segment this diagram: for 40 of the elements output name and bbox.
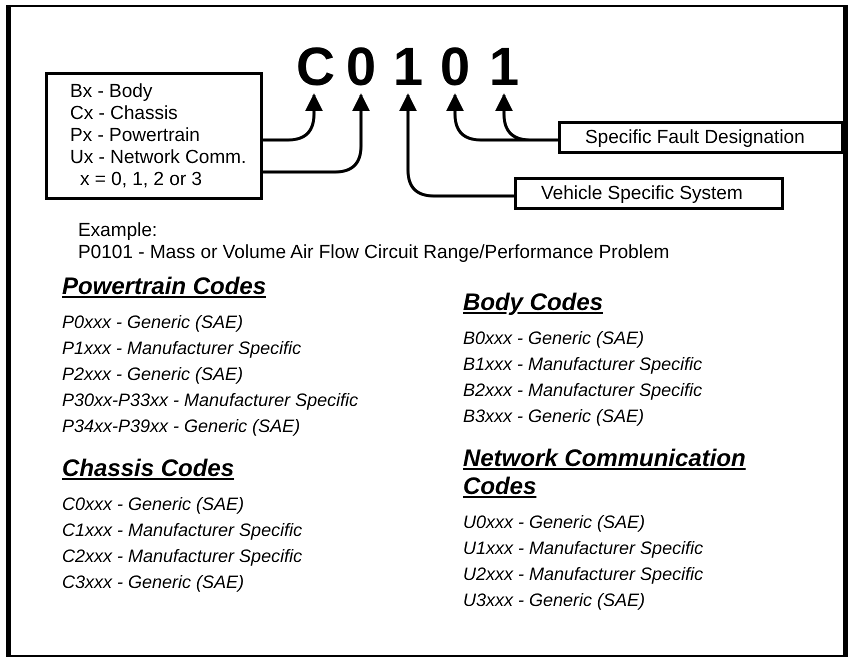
code-range-text: P30xx-P33xx - Manufacturer Specific [62, 389, 360, 412]
code-character: 1 [486, 40, 522, 94]
code-range-text: U2xxx - Manufacturer Specific [463, 563, 704, 586]
code-character: 0 [437, 40, 473, 94]
example-text: P0101 - Mass or Volume Air Flow Circuit Range/Performance Problem [78, 242, 670, 264]
code-range-text: B1xxx - Manufacturer Specific [463, 353, 704, 376]
code-prefix-box [45, 72, 263, 200]
code-range-text: P2xxx - Generic (SAE) [62, 363, 244, 386]
code-range-text: B0xxx - Generic (SAE) [463, 327, 646, 350]
code-range-text: C2xxx - Manufacturer Specific [62, 545, 304, 568]
arrow [263, 93, 323, 142]
code-character: C [296, 40, 332, 94]
code-range-text: C0xxx - Generic (SAE) [62, 493, 246, 516]
prefix-text: Cx - Chassis [70, 103, 179, 125]
section-heading: Body Codes [463, 289, 604, 317]
code-range-text: U3xxx - Generic (SAE) [463, 589, 646, 612]
code-range-text: C3xxx - Generic (SAE) [62, 571, 246, 594]
prefix-text: Ux - Network Comm. [70, 147, 248, 169]
code-range-text: B3xxx - Generic (SAE) [463, 405, 646, 428]
label-box: Specific Fault Designation [558, 121, 844, 154]
prefix-text: x = 0, 1, 2 or 3 [79, 169, 203, 191]
prefix-text: Bx - Body [70, 81, 154, 103]
code-range-text: P0xxx - Generic (SAE) [62, 311, 244, 334]
arrow [399, 93, 514, 198]
section-heading: Powertrain Codes [62, 273, 268, 301]
code-character: 0 [343, 40, 379, 94]
code-character: 1 [390, 40, 426, 94]
code-range-text: U1xxx - Manufacturer Specific [463, 537, 704, 560]
code-range-text: U0xxx - Generic (SAE) [463, 511, 646, 534]
code-range-text: P34xx-P39xx - Generic (SAE) [62, 415, 302, 438]
arrow [495, 93, 558, 142]
arrow [263, 93, 370, 174]
code-range-text: P1xxx - Manufacturer Specific [62, 337, 302, 360]
label-box: Vehicle Specific System [514, 177, 784, 210]
section-heading: Chassis Codes [62, 455, 236, 483]
prefix-text: Px - Powertrain [70, 125, 201, 147]
code-range-text: B2xxx - Manufacturer Specific [463, 379, 704, 402]
section-heading: Network Communication Codes [463, 445, 747, 501]
code-range-text: C1xxx - Manufacturer Specific [62, 519, 304, 542]
example-text: Example: [78, 220, 158, 242]
